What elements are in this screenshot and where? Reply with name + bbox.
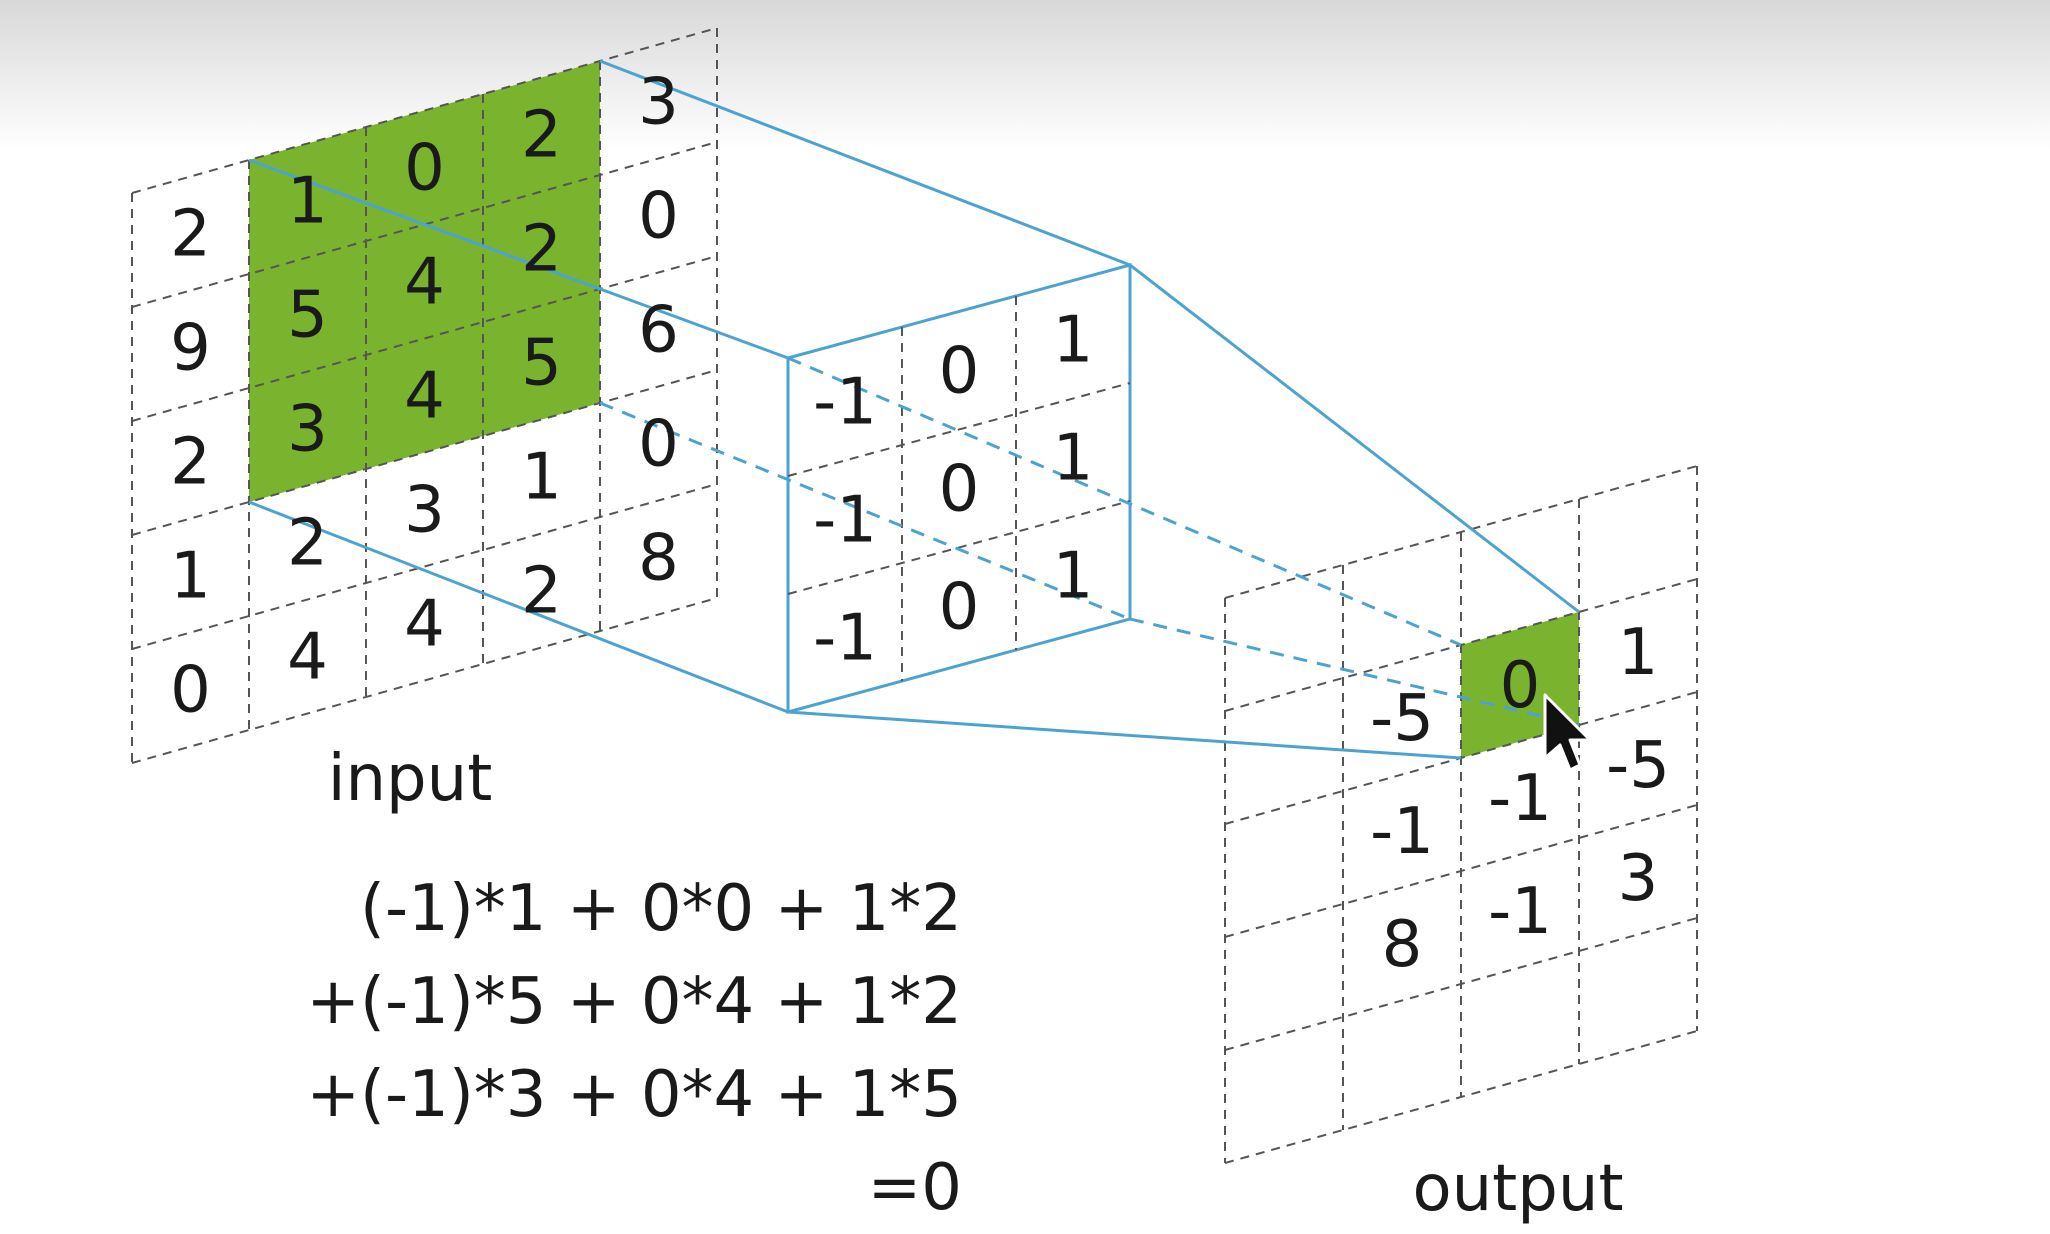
input-cell-value: 5 (287, 279, 328, 353)
input-label: input (328, 742, 493, 816)
output-cell-value: -1 (1488, 762, 1552, 836)
equation-line-4: =0 (868, 1151, 962, 1225)
highlight-fills (249, 61, 1579, 758)
input-cell-value: 2 (521, 213, 562, 287)
equation-line-2: +(-1)*5 + 0*4 + 1*2 (306, 965, 962, 1039)
equation-line-1: (-1)*1 + 0*0 + 1*2 (360, 872, 962, 946)
input-grid-row-line (131, 369, 718, 536)
top-gradient (0, 0, 2050, 150)
kernel-cell-value: 1 (1053, 304, 1094, 378)
input-grid-row-line (131, 255, 718, 422)
input-cell-value: 3 (638, 66, 679, 140)
kernel-row-line (787, 500, 1131, 595)
output-cell-value: -5 (1606, 729, 1670, 803)
input-grid-row-line (131, 597, 718, 764)
projection-lines (248, 59, 1580, 760)
input-cell-value: 1 (287, 165, 328, 239)
input-cell-value: 0 (170, 654, 211, 728)
kernel-to-output-line (1129, 617, 1580, 727)
kernel-cell-value: -1 (813, 366, 877, 440)
input-cell-value: 4 (287, 621, 328, 695)
kernel-cell-value: 0 (939, 335, 980, 409)
kernel-cell-value: 0 (939, 453, 980, 527)
input-cell-value: 5 (521, 327, 562, 401)
output-cell-value: 0 (1500, 649, 1541, 723)
input-cell-value: 6 (638, 294, 679, 368)
kernel-cell-value: -1 (813, 484, 877, 558)
input-cell-value: 4 (404, 588, 445, 662)
output-label: output (1412, 1152, 1623, 1226)
output-cell-value: -1 (1370, 795, 1434, 869)
input-cell-value: 9 (170, 312, 211, 386)
output-cell-value: 8 (1382, 908, 1423, 982)
input-cell-value: 0 (638, 180, 679, 254)
input-cell-value: 0 (638, 408, 679, 482)
kernel-cell-value: -1 (813, 602, 877, 676)
kernel-to-output-line (787, 710, 1462, 760)
kernel-row-line (787, 382, 1131, 477)
equation: (-1)*1 + 0*0 + 1*2 +(-1)*5 + 0*4 + 1*2 +… (306, 872, 962, 1225)
input-cell-value: 0 (404, 132, 445, 206)
input-grid-row-line (131, 141, 718, 308)
input-cell-value: 2 (521, 555, 562, 629)
input-to-kernel-line (599, 59, 1131, 267)
input-cell-value: 4 (404, 246, 445, 320)
output-cell-value: 3 (1618, 842, 1659, 916)
input-cell-value: 1 (170, 540, 211, 614)
input-grid-row-line (131, 27, 718, 194)
input-cell-value: 3 (404, 474, 445, 548)
input-cell-value: 2 (170, 426, 211, 500)
output-cell-value: -1 (1488, 875, 1552, 949)
mouse-cursor-icon (1543, 693, 1592, 772)
input-cell-value: 2 (521, 99, 562, 173)
input-receptive-field (249, 61, 600, 502)
kernel-cell-value: 0 (939, 571, 980, 645)
equation-line-3: +(-1)*3 + 0*4 + 1*5 (306, 1058, 962, 1132)
input-to-kernel-line (248, 158, 789, 360)
input-cell-value: 3 (287, 393, 328, 467)
input-cell-value: 2 (170, 198, 211, 272)
input-cell-value: 4 (404, 360, 445, 434)
input-cell-value: 1 (521, 441, 562, 515)
kernel-cell-value: 1 (1053, 422, 1094, 496)
input-cell-value: 8 (638, 522, 679, 596)
input-grid-row-line (131, 483, 718, 650)
input-to-kernel-line (248, 500, 789, 714)
kernel-cell-value: 1 (1053, 540, 1094, 614)
kernel-to-output-line (787, 356, 1462, 647)
output-cell-value: 1 (1618, 616, 1659, 690)
kernel-to-output-line (1129, 263, 1580, 614)
output-cell-value: -5 (1370, 682, 1434, 756)
input-cell-value: 2 (287, 507, 328, 581)
